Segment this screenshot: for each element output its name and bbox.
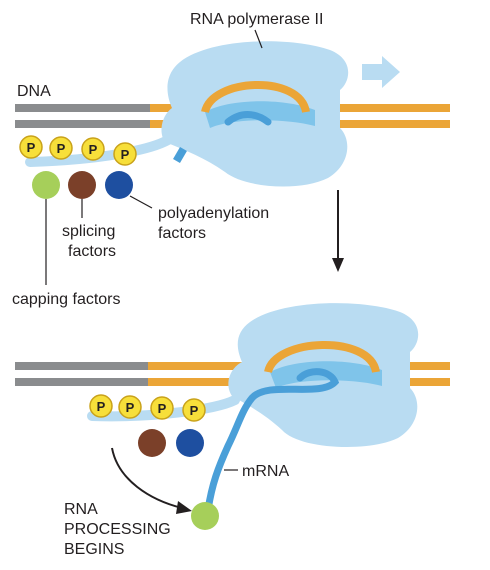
bottom-panel: P P P P bbox=[15, 303, 450, 530]
capping-factor-top bbox=[32, 171, 60, 199]
rna-processing-label-line-2: PROCESSING bbox=[64, 521, 171, 538]
phosphate-group-bottom: P P P P bbox=[89, 394, 206, 422]
polyadenylation-factors-label-line-1: polyadenylation bbox=[158, 205, 269, 222]
phosphate-label-8: P bbox=[190, 403, 199, 418]
rna-polymerase-label: RNA polymerase II bbox=[190, 11, 323, 28]
polyadenylation-leader-line bbox=[129, 195, 153, 209]
mrna-strand bbox=[204, 368, 340, 514]
polyadenylation-factor-top bbox=[105, 171, 133, 199]
phosphate-label-2: P bbox=[57, 141, 66, 156]
phosphate-7 bbox=[150, 396, 174, 420]
phosphate-label-7: P bbox=[158, 401, 167, 416]
transition-arrow bbox=[332, 190, 344, 272]
splicing-factors-label-line-2: factors bbox=[68, 243, 116, 260]
phosphate-8 bbox=[182, 398, 206, 422]
rna-processing-label-line-1: RNA bbox=[64, 501, 98, 518]
phosphate-6 bbox=[118, 395, 142, 419]
phosphate-label-4: P bbox=[121, 147, 130, 162]
rna-polymerase-bottom bbox=[87, 303, 419, 448]
phosphate-2 bbox=[49, 136, 73, 160]
dna-label: DNA bbox=[17, 83, 51, 100]
capping-factor-bottom bbox=[191, 502, 219, 530]
splicing-factor-top bbox=[68, 171, 96, 199]
phosphate-label-3: P bbox=[89, 142, 98, 157]
splicing-factor-bottom bbox=[138, 429, 166, 457]
phosphate-3 bbox=[81, 137, 105, 161]
direction-arrow bbox=[362, 56, 400, 88]
processing-arrow bbox=[111, 447, 192, 514]
phosphate-5 bbox=[89, 394, 113, 418]
rna-polymerase-leader-line bbox=[254, 29, 263, 49]
rna-polymerase-top bbox=[25, 41, 349, 187]
splicing-factors-label-line-1: splicing bbox=[62, 223, 115, 240]
phosphate-group-top: P P P P bbox=[19, 135, 137, 166]
polyadenylation-factors-label-line-2: factors bbox=[158, 225, 206, 242]
capping-factors-label: capping factors bbox=[12, 291, 121, 308]
rna-processing-label-line-3: BEGINS bbox=[64, 541, 124, 558]
polyadenylation-factor-bottom bbox=[176, 429, 204, 457]
mrna-label: mRNA bbox=[242, 463, 289, 480]
phosphate-label-6: P bbox=[126, 400, 135, 415]
phosphate-label-5: P bbox=[97, 399, 106, 414]
top-panel: P P P P bbox=[15, 41, 450, 285]
phosphate-4 bbox=[113, 142, 137, 166]
phosphate-1 bbox=[19, 135, 43, 159]
phosphate-label-1: P bbox=[27, 140, 36, 155]
